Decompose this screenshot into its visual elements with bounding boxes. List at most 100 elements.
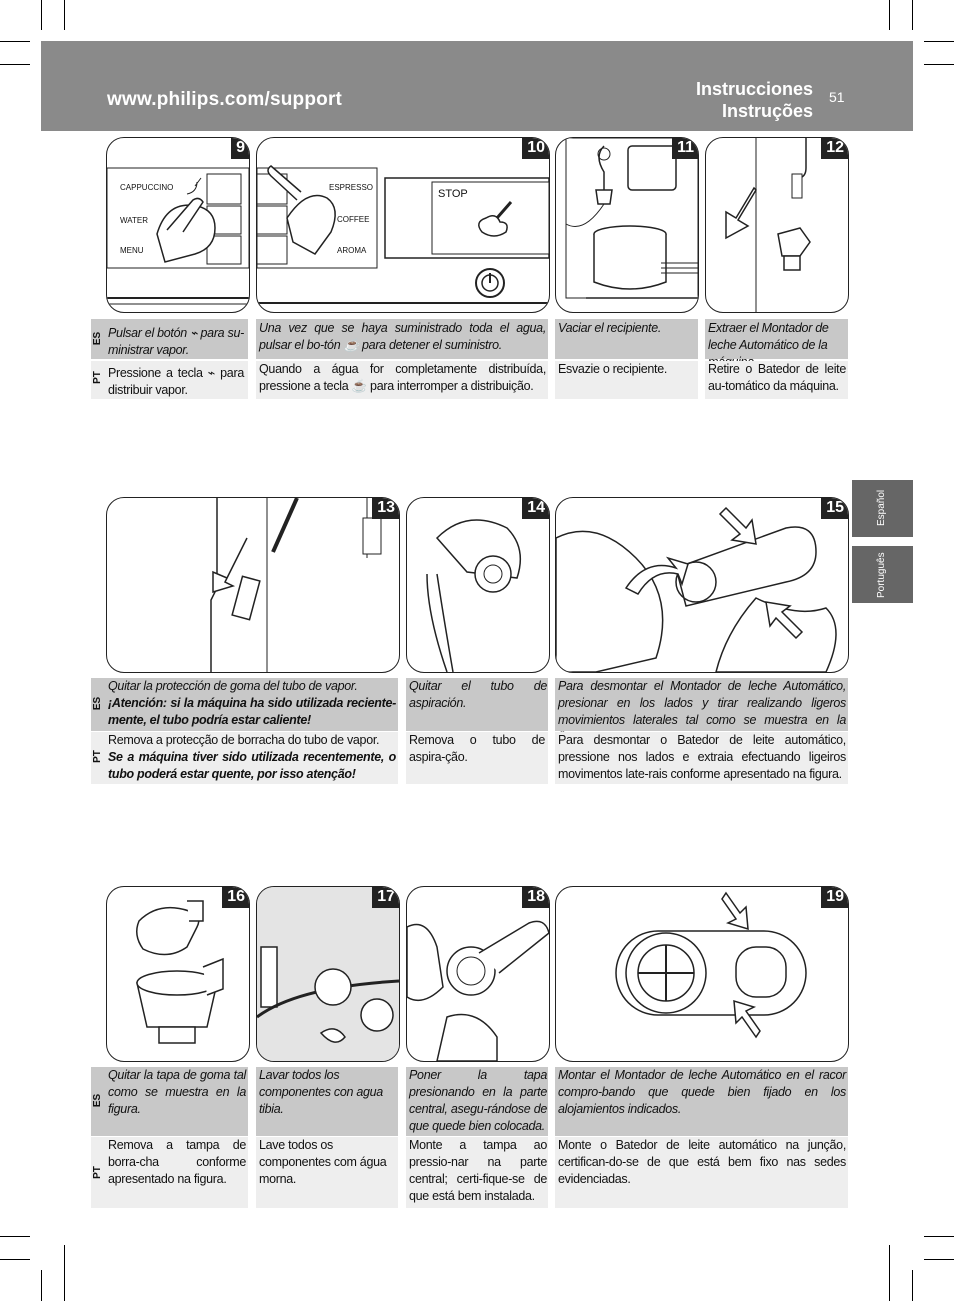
memo-icon: ☕ <box>351 379 368 393</box>
caption-text: Remova a protecção de borracha do tubo d… <box>108 733 380 747</box>
crop-mark <box>41 0 42 30</box>
caption-es-row2-lang <box>91 678 107 731</box>
caption-es-19: Montar el Montador de leche Automático e… <box>555 1067 848 1136</box>
suction-tube-illustration <box>426 519 522 672</box>
caption-text: Retire o Batedor de leite au-tomático da… <box>708 362 846 393</box>
wash-components-illustration <box>257 887 399 1061</box>
caption-text: Lavar todos los componentes con agua tib… <box>259 1068 383 1116</box>
caption-text: Remova a tampa de borra-cha conforme apr… <box>108 1138 246 1186</box>
crop-mark <box>0 1236 30 1237</box>
caption-text: Una vez que se haya suministrado toda el… <box>259 321 546 352</box>
step-number: 15 <box>821 498 848 519</box>
caption-es-18: Poner la tapa presionando en la parte ce… <box>406 1067 548 1136</box>
caption-es-15: Para desmontar el Montador de leche Auto… <box>555 678 848 744</box>
lang-code-es: ES <box>92 1093 104 1108</box>
caption-es-9: Pulsar el botón ⌁ para su-ministrar vapo… <box>105 319 248 359</box>
caption-text: Monte a tampa ao pressio-nar na parte ce… <box>409 1138 547 1203</box>
illustration-panel-11: 11 <box>555 137 699 313</box>
caption-pt-14: Remova o tubo de aspira-ção. <box>406 732 548 784</box>
crop-mark <box>889 1245 890 1301</box>
caption-text: Vaciar el recipiente. <box>558 321 662 335</box>
side-tab-label: Português <box>876 552 887 598</box>
crop-mark <box>924 1236 954 1237</box>
caption-text: Esvazie o recipiente. <box>558 362 668 376</box>
step-number: 9 <box>231 138 249 159</box>
crop-mark <box>0 41 30 42</box>
step-number: 17 <box>372 887 399 908</box>
illustration-panel-9: 9 CAPPUCCINO WATER MENU <box>106 137 250 313</box>
caption-pt-9: Pressione a tecla ⌁ para distribuir vapo… <box>105 361 248 399</box>
illustration-panel-13: 13 <box>106 497 400 673</box>
side-tab-label: Español <box>876 489 887 526</box>
menu-label: MENU <box>120 246 144 255</box>
caption-es-row3-lang <box>91 1067 107 1136</box>
title-pt: Instruções <box>721 101 813 121</box>
aroma-label: AROMA <box>337 246 367 255</box>
lang-code-es: ES <box>92 331 104 346</box>
crop-mark <box>64 0 65 30</box>
step-number: 18 <box>522 887 549 908</box>
caption-pt-18: Monte a tampa ao pressio-nar na parte ce… <box>406 1137 548 1208</box>
caption-text: Poner la tapa presionando en la parte ce… <box>409 1068 547 1133</box>
crop-mark <box>0 1259 30 1260</box>
illustration-panel-14: 14 <box>406 497 550 673</box>
caption-text: Lave todos os componentes com água morna… <box>259 1138 387 1186</box>
caption-text: Quitar el tubo de aspiración. <box>409 679 547 710</box>
page-number: 51 <box>829 89 845 105</box>
caption-text: para su-ministrar vapor. <box>108 326 244 357</box>
step-number: 14 <box>522 498 549 519</box>
caption-text: Quitar la protección de goma del tubo de… <box>108 679 358 693</box>
caption-pt-19: Monte o Batedor de leite automático na j… <box>555 1137 848 1208</box>
caption-pt-17: Lave todos os componentes com água morna… <box>256 1137 398 1208</box>
caption-pt-15: Para desmontar o Batedor de leite automá… <box>555 732 848 784</box>
caption-warning: ¡Atención: si la máquina ha sido utiliza… <box>108 696 396 727</box>
caption-text: Quitar la tapa de goma tal como se muest… <box>108 1068 246 1116</box>
lang-code-pt: PT <box>91 750 103 763</box>
illustration-panel-19: 19 <box>555 886 849 1062</box>
steam-icon: ⌁ <box>190 326 198 340</box>
caption-text: Para desmontar o Batedor de leite automá… <box>558 733 846 781</box>
illustration-panel-15: 15 <box>555 497 849 673</box>
page-title: Instrucciones Instruções <box>696 78 813 122</box>
coffee-label: COFFEE <box>337 215 370 224</box>
caption-pt-row2-lang <box>91 732 107 784</box>
caption-text: para interromper a distribuição. <box>370 379 534 393</box>
illustration-panel-17: 17 <box>256 886 400 1062</box>
lang-code-es: ES <box>92 696 104 711</box>
caption-text: Quando a água for completamente distribu… <box>259 362 546 393</box>
control-panel-illustration <box>107 167 249 305</box>
illustration-panel-16: 16 <box>106 886 250 1062</box>
caption-text: Monte o Batedor de leite automático na j… <box>558 1138 846 1186</box>
side-tab-portugues[interactable]: Português <box>852 546 913 603</box>
memo-icon: ☕ <box>343 338 360 352</box>
crop-mark <box>912 0 913 30</box>
display-stop-text: STOP <box>438 188 468 200</box>
caption-pt-10: Quando a água for completamente distribu… <box>256 361 548 399</box>
step-number: 13 <box>372 498 399 519</box>
caption-warning: Se a máquina tiver sido utilizada recent… <box>108 750 396 781</box>
caption-text: para distribuir vapor. <box>108 366 244 397</box>
caption-es-14: Quitar el tubo de aspiración. <box>406 678 548 731</box>
steam-icon: ⌁ <box>207 366 216 380</box>
step-number: 12 <box>821 138 848 159</box>
step-number: 10 <box>522 138 549 159</box>
caption-pt-row1-lang <box>91 361 107 399</box>
crop-mark <box>924 41 954 42</box>
illustration-panel-12: 12 <box>705 137 849 313</box>
support-url[interactable]: www.philips.com/support <box>107 89 343 110</box>
caption-text: Remova o tubo de aspira-ção. <box>409 733 545 764</box>
caption-pt-11: Esvazie o recipiente. <box>555 361 698 399</box>
lang-code-pt: PT <box>91 371 103 384</box>
caption-es-11: Vaciar el recipiente. <box>555 319 698 359</box>
caption-es-13: Quitar la protección de goma del tubo de… <box>105 678 398 731</box>
caption-pt-12: Retire o Batedor de leite au-tomático da… <box>705 361 848 399</box>
espresso-label: ESPRESSO <box>329 183 374 192</box>
caption-text: Pressione a tecla <box>108 366 203 380</box>
crop-mark <box>41 1270 42 1301</box>
crop-mark <box>924 64 954 65</box>
title-es: Instrucciones <box>695 79 813 99</box>
caption-pt-13: Remova a protecção de borracha do tubo d… <box>105 732 398 784</box>
crop-mark <box>924 1259 954 1260</box>
side-tab-espanol[interactable]: Español <box>852 480 913 537</box>
illustration-panel-10: 10 ESPRESSO COFFEE AROMA STOP <box>256 137 550 313</box>
